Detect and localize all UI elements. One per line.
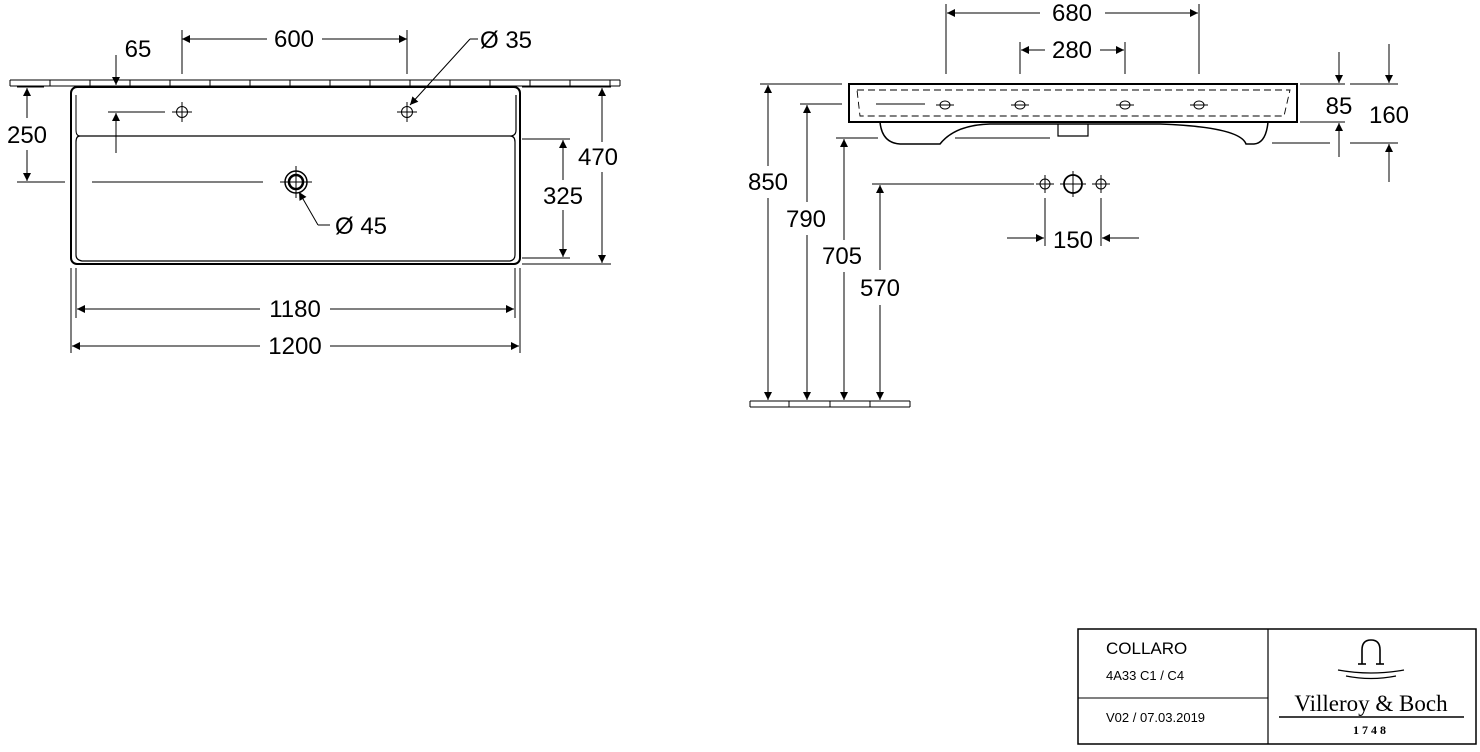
label-850: 850 [748,169,788,196]
dim-600 [181,30,408,74]
dim-65 [108,55,165,153]
dim-1200 [70,268,521,353]
label-diameter-45: Ø 45 [335,213,387,240]
dim-470 [522,86,611,265]
basin-outer-outline [70,86,521,265]
label-790: 790 [786,206,826,233]
dim-680 [945,4,1200,74]
label-150: 150 [1053,227,1093,254]
label-160: 160 [1369,102,1409,129]
label-65: 65 [125,36,152,63]
brand-year: 1748 [1353,723,1389,737]
label-85: 85 [1326,93,1353,120]
dim-160 [1272,44,1398,182]
dim-1180 [75,268,516,318]
connection-right [1092,175,1110,193]
side-hole-4 [1190,100,1208,110]
label-280: 280 [1052,37,1092,64]
article-codes: 4A33 C1 / C4 [1106,668,1184,683]
label-470: 470 [578,144,618,171]
side-hole-3 [1116,100,1134,110]
label-705: 705 [822,243,862,270]
dim-85 [1300,52,1345,157]
wall-line-top [9,79,621,87]
product-name: COLLARO [1106,639,1187,658]
label-600: 600 [274,26,314,53]
connection-center [1060,171,1086,197]
dim-850 [760,83,842,400]
label-325: 325 [543,183,583,210]
dim-705 [836,137,1050,400]
label-diameter-35: Ø 35 [480,27,532,54]
top-view [9,30,621,353]
label-680: 680 [1052,0,1092,27]
connection-left [1036,175,1054,193]
label-570: 570 [860,275,900,302]
leader-35 [409,38,478,106]
label-250: 250 [7,122,47,149]
leader-45 [298,191,330,226]
tap-hole-left [172,102,192,122]
dim-280 [1019,42,1126,74]
dim-150 [1007,198,1139,246]
waste-outlet [280,166,312,198]
basin-underside [879,121,1269,145]
basin-side-outline [848,83,1298,123]
label-1200: 1200 [268,333,321,360]
version-date: V02 / 07.03.2019 [1106,710,1205,725]
brand-logo-icon [1337,639,1405,680]
dim-570 [872,183,1034,400]
dim-325 [522,138,570,259]
dim-790 [800,103,842,400]
floor-line [749,400,911,408]
side-view [749,4,1398,408]
title-block [1077,628,1477,745]
dim-250 [17,86,263,183]
label-1180: 1180 [269,296,321,323]
basin-inner-outline [75,95,517,262]
brand-name: Villeroy & Boch [1294,691,1448,716]
side-hole-2 [1011,100,1029,110]
tap-hole-right [397,102,417,122]
side-hole-1 [936,100,954,110]
